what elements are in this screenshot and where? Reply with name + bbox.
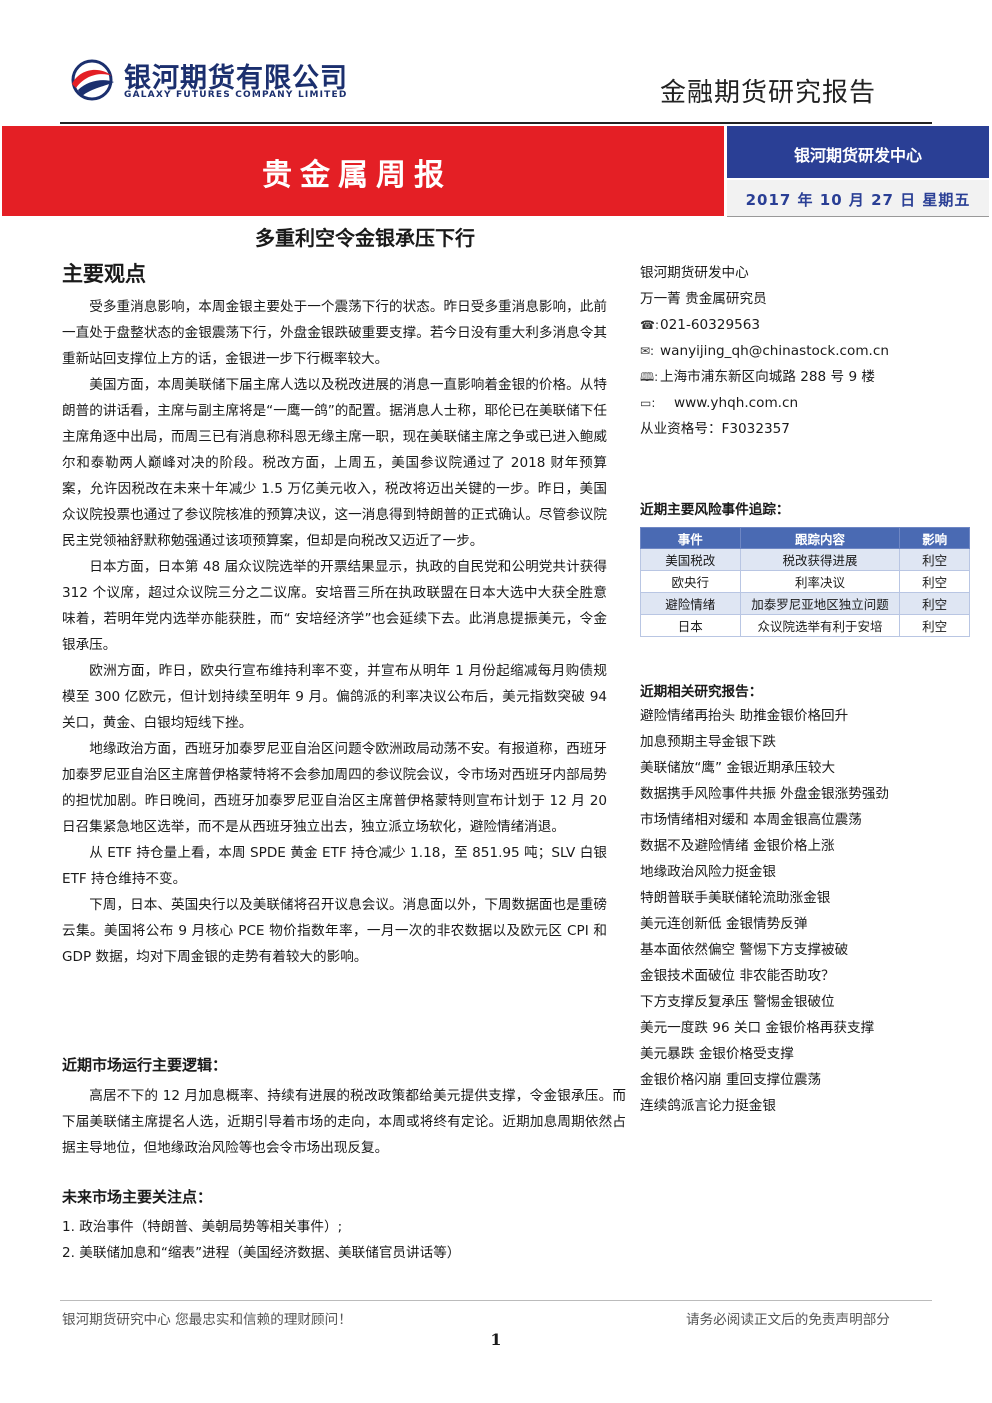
center-name: 银河期货研发中心 [793, 146, 922, 165]
contact-address-row: 🕮:上海市浦东新区向城路 288 号 9 楼 [640, 364, 889, 390]
body-paragraph: 地缘政治方面，西班牙加泰罗尼亚自治区问题令欧洲政局动荡不安。有报道称，西班牙加泰… [62, 741, 607, 835]
column-header: 影响 [899, 527, 970, 549]
logic-body: 高居不下的 12 月加息概率、持续有进展的税改政策都给美元提供支撑，令金银承压。… [62, 1083, 626, 1161]
galaxy-logo-icon [71, 59, 114, 101]
report-link[interactable]: 数据不及避险情绪 金银价格上涨 [640, 838, 835, 854]
footer-slogan: 银河期货研究中心 您最忠实和信赖的理财顾问！ [62, 1312, 352, 1328]
contact-address: 上海市浦东新区向城路 288 号 9 楼 [660, 369, 876, 385]
report-link[interactable]: 数据携手风险事件共振 外盘金银涨势强劲 [640, 786, 890, 802]
table-cell: 利率决议 [739, 570, 901, 593]
body-paragraph: 从 ETF 持仓量上看，本周 SPDE 黄金 ETF 持仓减少 1.18，至 8… [62, 845, 607, 887]
reports-list: 避险情绪再抬头 助推金银价格回升 加息预期主导金银下跌 美联储放“鹰” 金银近期… [640, 703, 889, 1119]
contact-phone: 021-60329563 [660, 317, 761, 333]
table-row: 美国税改 税改获得进展 利空 [640, 548, 970, 571]
company-name-cn: 银河期货有限公司 [124, 63, 348, 94]
report-link[interactable]: 连续鸽派言论力挺金银 [640, 1098, 776, 1114]
table-cell: 日本 [640, 614, 741, 637]
logic-heading: 近期市场运行主要逻辑： [62, 1056, 228, 1074]
body-paragraph: 受多重消息影响，本周金银主要处于一个震荡下行的状态。昨日受多重消息影响，此前一直… [62, 299, 607, 367]
reports-heading: 近期相关研究报告： [640, 684, 763, 700]
report-link[interactable]: 下方支撑反复承压 警惕金银破位 [640, 994, 835, 1010]
column-header: 事件 [640, 527, 741, 549]
center-band [727, 126, 989, 178]
contact-web-row: ▭: www.yhqh.com.cn [640, 390, 889, 416]
report-link[interactable]: 美元一度跌 96 关口 金银价格再获支撑 [640, 1020, 875, 1036]
risk-heading: 近期主要风险事件追踪： [640, 502, 790, 518]
report-link[interactable]: 美联储放“鹰” 金银近期承压较大 [640, 760, 836, 776]
page-number: 1 [490, 1330, 502, 1349]
body-paragraph: 日本方面，日本第 48 届众议院选举的开票结果显示，执政的自民党和公明党共计获得… [62, 559, 607, 653]
table-cell: 欧央行 [640, 570, 741, 593]
report-link[interactable]: 地缘政治风险力挺金银 [640, 864, 776, 880]
list-item: 2. 美联储加息和“缩表”进程（美国经济数据、美联储官员讲话等） [62, 1245, 461, 1261]
table-row: 欧央行 利率决议 利空 [640, 570, 970, 593]
report-title: 多重利空令金银承压下行 [255, 226, 475, 250]
risk-table: 事件 跟踪内容 影响 美国税改 税改获得进展 利空 欧央行 利率决议 利空 避险… [640, 527, 970, 637]
table-cell: 加泰罗尼亚地区独立问题 [739, 592, 901, 615]
report-type: 金融期货研究报告 [660, 78, 877, 108]
table-cell: 利空 [899, 548, 970, 571]
monitor-icon: ▭: [640, 396, 656, 410]
report-link[interactable]: 美元暴跌 金银价格受支撑 [640, 1046, 794, 1062]
date-box [727, 180, 989, 217]
list-item: 1. 政治事件（特朗普、美朝局势等相关事件）; [62, 1219, 343, 1235]
logic-paragraph: 高居不下的 12 月加息概率、持续有进展的税改政策都给美元提供支撑，令金银承压。… [62, 1088, 626, 1156]
report-link[interactable]: 美元连创新低 金银情势反弹 [640, 916, 808, 932]
contact-phone-row: ☎:021-60329563 [640, 312, 889, 338]
body-paragraph: 美国方面，本周美联储下届主席人选以及税改进展的消息一直影响着金银的价格。从特朗普… [62, 377, 607, 549]
body-paragraph: 欧洲方面，昨日，欧央行宣布维持利率不变，并宣布从明年 1 月份起缩减每月购债规模… [62, 663, 607, 731]
focus-heading: 未来市场主要关注点： [62, 1188, 213, 1206]
company-name-en: GALAXY FUTURES COMPANY LIMITED [124, 90, 348, 100]
table-row: 日本 众议院选举有利于安培 利空 [640, 614, 970, 637]
main-heading: 主要观点 [62, 262, 146, 286]
table-row: 避险情绪 加泰罗尼亚地区独立问题 利空 [640, 592, 970, 615]
contact-org: 银河期货研发中心 [640, 265, 749, 281]
table-header-row: 事件 跟踪内容 影响 [640, 527, 970, 549]
column-header: 跟踪内容 [739, 527, 901, 549]
table-cell: 美国税改 [640, 548, 741, 571]
table-cell: 利空 [899, 614, 970, 637]
contact-email-row: ✉: wanyijing_qh@chinastock.com.cn [640, 338, 889, 364]
table-cell: 利空 [899, 592, 970, 615]
report-link[interactable]: 金银价格闪崩 重回支撑位震荡 [640, 1072, 822, 1088]
report-link[interactable]: 基本面依然偏空 警惕下方支撑被破 [640, 942, 849, 958]
table-cell: 众议院选举有利于安培 [739, 614, 901, 637]
contact-block: 银河期货研发中心 万一菁 贵金属研究员 ☎:021-60329563 ✉: wan… [640, 260, 889, 442]
focus-list: 1. 政治事件（特朗普、美朝局势等相关事件）; 2. 美联储加息和“缩表”进程（… [62, 1214, 460, 1266]
footer-disclaimer: 请务必阅读正文后的免责声明部分 [686, 1312, 890, 1328]
book-icon: 🕮: [640, 370, 659, 384]
report-link[interactable]: 避险情绪再抬头 助推金银价格回升 [640, 708, 849, 724]
contact-analyst: 万一菁 贵金属研究员 [640, 291, 767, 307]
contact-license: 从业资格号：F3032357 [640, 421, 790, 437]
footer-divider [60, 1300, 932, 1301]
title-band [2, 126, 724, 216]
report-date: 2017 年 10 月 27 日 星期五 [745, 191, 971, 209]
report-link[interactable]: 金银技术面破位 非农能否助攻？ [640, 968, 835, 984]
contact-email[interactable]: wanyijing_qh@chinastock.com.cn [660, 343, 889, 359]
header-divider [60, 122, 932, 124]
table-cell: 避险情绪 [640, 592, 741, 615]
contact-website[interactable]: www.yhqh.com.cn [674, 395, 799, 411]
report-link[interactable]: 市场情绪相对缓和 本周金银高位震荡 [640, 812, 862, 828]
main-body: 受多重消息影响，本周金银主要处于一个震荡下行的状态。昨日受多重消息影响，此前一直… [62, 294, 607, 970]
table-cell: 利空 [899, 570, 970, 593]
report-link[interactable]: 特朗普联手美联储轮流助涨金银 [640, 890, 831, 906]
report-link[interactable]: 加息预期主导金银下跌 [640, 734, 776, 750]
table-cell: 税改获得进展 [739, 548, 901, 571]
band-title: 贵金属周报 [262, 158, 452, 193]
body-paragraph: 下周，日本、英国央行以及美联储将召开议息会议。消息面以外，下周数据面也是重磅云集… [62, 897, 607, 965]
mail-icon: ✉: [640, 344, 655, 358]
phone-icon: ☎: [640, 318, 659, 332]
